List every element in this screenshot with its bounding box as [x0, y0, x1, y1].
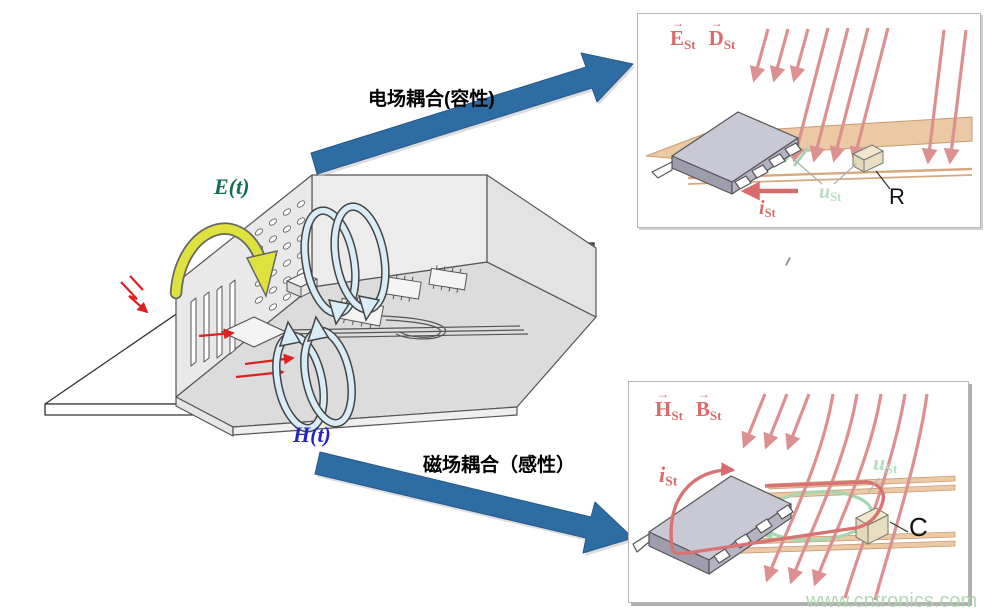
- inductive-coupling-panel: →HSt →BSt iSt uSt C: [628, 381, 969, 603]
- h-field-loops: [272, 202, 390, 433]
- vector-arrow-icon: →: [697, 387, 710, 401]
- i-st-label: iSt: [659, 462, 678, 489]
- soic-chip: [651, 111, 802, 195]
- soic-chip: [632, 475, 794, 575]
- u-st-label: uSt: [819, 181, 842, 205]
- b-st-label: →BSt: [695, 387, 722, 423]
- e-field-time-label: E(t): [214, 174, 250, 199]
- u-st-label: uSt: [873, 450, 898, 477]
- e-field-arrow: [169, 222, 279, 300]
- electric-coupling-arrow: [310, 52, 634, 175]
- pointer-lines: [789, 155, 857, 185]
- coupling-arrows: [310, 52, 635, 556]
- d-st-label: →DSt: [708, 16, 736, 52]
- inductive-field-labels: →HSt →BSt: [655, 387, 722, 423]
- capacitive-illustration: [645, 27, 973, 201]
- capacitor-label: C: [909, 512, 928, 542]
- h-st-label: →HSt: [655, 387, 683, 423]
- inductive-illustration: [632, 393, 956, 601]
- pcb-traces: [285, 315, 529, 340]
- electric-coupling-caption: 电场耦合(容性): [368, 89, 495, 110]
- vector-arrow-icon: →: [710, 16, 723, 30]
- capacitive-field-labels: →ESt →DSt: [670, 16, 736, 52]
- resistor-label: R: [889, 184, 905, 209]
- magnetic-coupling-caption: 磁场耦合（感性）: [423, 455, 576, 476]
- magnetic-coupling-arrow: [314, 451, 634, 554]
- current-loop: [669, 462, 886, 556]
- capacitive-coupling-panel: →ESt →DSt uSt iSt R: [637, 13, 981, 228]
- e-field-lines: [749, 27, 968, 165]
- e-st-label: →ESt: [670, 16, 696, 52]
- i-st-label: iSt: [759, 197, 776, 221]
- watermark: www.cntronics.com: [806, 590, 978, 612]
- vector-arrow-icon: →: [657, 387, 669, 401]
- vector-arrow-icon: →: [672, 16, 684, 30]
- enclosure: [175, 174, 597, 437]
- resistor-component: [851, 144, 885, 173]
- h-field-time-label: H(t): [293, 422, 331, 447]
- h-field-lines: [741, 393, 929, 601]
